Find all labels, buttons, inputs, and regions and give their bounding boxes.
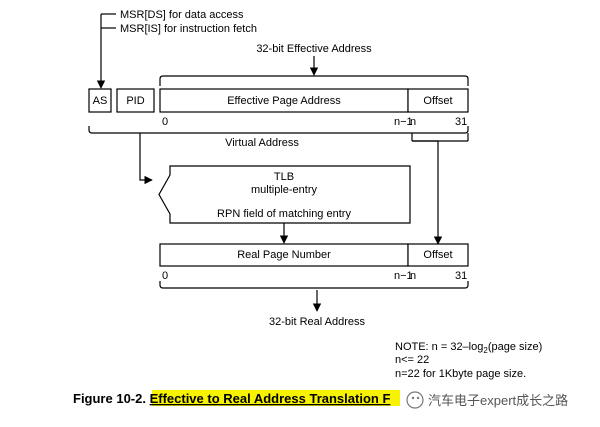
bit2-n-label: n (410, 270, 416, 282)
real-address-row: Real Page Number Offset (159, 243, 469, 267)
bit2-31-label: 31 (455, 270, 467, 282)
offset-field (407, 88, 469, 113)
watermark: 汽车电子expert成长之路 (406, 391, 568, 409)
pid-label: PID (126, 95, 144, 107)
watermark-text: 汽车电子expert成长之路 (428, 393, 568, 408)
as-field (88, 88, 112, 113)
epa-label: Effective Page Address (227, 95, 341, 107)
bit2-0-label: 0 (162, 270, 168, 282)
bit-31-label: 31 (455, 116, 467, 128)
rpn-label: Real Page Number (237, 249, 331, 261)
tlb-rpn-label: RPN field of matching entry (217, 208, 351, 220)
as-label: AS (93, 95, 108, 107)
virtual-address-brace (88, 126, 469, 134)
note-block: NOTE: n = 32–log2(page size) n<= 22 n=22… (395, 341, 542, 380)
virtual-address-label: Virtual Address (225, 137, 299, 149)
note-line-2: n<= 22 (395, 354, 429, 366)
figure-caption: Figure 10-2. Effective to Real Address T… (73, 390, 400, 406)
bit-0-label: 0 (162, 116, 168, 128)
bit2-n-minus-1-label: n−1 (394, 270, 413, 282)
offset2-label: Offset (423, 249, 452, 261)
bit-n-minus-1-label: n−1 (394, 116, 413, 128)
tlb-entry-label: multiple-entry (251, 184, 318, 196)
wechat-logo-icon (406, 391, 424, 409)
caption-highlight (152, 390, 400, 406)
real-address-brace (159, 281, 469, 289)
real-address-title: 32-bit Real Address (269, 316, 365, 328)
tlb-title: TLB (274, 171, 294, 183)
tlb-box: TLB multiple-entry RPN field of matching… (158, 165, 411, 224)
msr-is-label: MSR[IS] for instruction fetch (120, 23, 257, 35)
offset-label: Offset (423, 95, 452, 107)
note-line-3: n=22 for 1Kbyte page size. (395, 368, 526, 380)
msr-selector: MSR[DS] for data access MSR[IS] for inst… (96, 9, 257, 89)
real-offset-field (407, 243, 469, 267)
effective-address-top-brace (159, 75, 469, 86)
caption-text: Figure 10-2. Effective to Real Address T… (73, 391, 390, 406)
note-line-1: NOTE: n = 32–log2(page size) (395, 341, 542, 355)
effective-address-title: 32-bit Effective Address (256, 43, 372, 55)
bit-n-label: n (410, 116, 416, 128)
effective-address-row: AS PID Effective Page Address Offset (88, 88, 469, 113)
msr-ds-label: MSR[DS] for data access (120, 9, 244, 21)
pid-field (116, 88, 155, 113)
